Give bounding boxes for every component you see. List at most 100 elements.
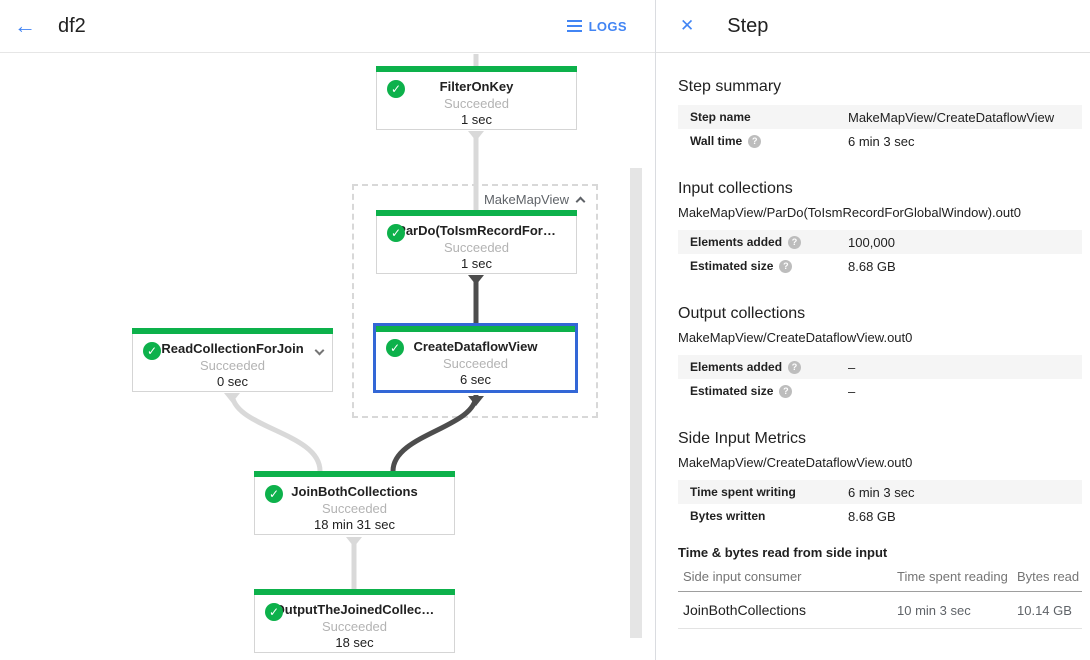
kv-label: Step name <box>690 110 751 124</box>
step-summary-rows: Step name MakeMapView/CreateDataflowView… <box>678 105 1082 153</box>
succeeded-check-icon: ✓ <box>265 485 283 503</box>
job-title: df2 <box>58 14 86 37</box>
node-status: Succeeded <box>442 356 509 371</box>
graph-node-readcollectionforjoin[interactable]: ✓ ReadCollectionForJoin Succeeded 0 sec <box>132 328 333 392</box>
kv-value: – <box>848 359 856 375</box>
kv-value: 6 min 3 sec <box>848 484 915 500</box>
kv-label: Estimated size? <box>690 384 848 398</box>
output-collection-rows: Elements added? – Estimated size? – <box>678 355 1082 403</box>
graph-node-pardo-toismrecord[interactable]: ✓ ParDo(ToIsmRecordFor… Succeeded 1 sec <box>376 210 577 274</box>
kv-value: 6 min 3 sec <box>848 133 915 149</box>
node-title: ParDo(ToIsmRecordFor… <box>397 223 556 238</box>
kv-label: Bytes written <box>690 509 766 523</box>
node-title: JoinBothCollections <box>291 484 418 499</box>
chevron-down-icon <box>314 345 325 356</box>
section-heading-input-collections: Input collections <box>678 180 793 197</box>
node-time: 1 sec <box>460 256 493 271</box>
kv-value: MakeMapView/CreateDataflowView <box>848 109 1055 125</box>
kv-label: Time spent writing <box>690 485 796 499</box>
logs-list-icon <box>566 20 582 32</box>
node-status: Succeeded <box>443 240 510 255</box>
kv-label: Wall time? <box>690 134 848 148</box>
table-row: JoinBothCollections 10 min 3 sec 10.14 G… <box>678 592 1082 629</box>
logs-button[interactable]: LOGS <box>566 18 627 34</box>
node-title: OutputTheJoinedCollec… <box>274 602 435 617</box>
kv-value: 8.68 GB <box>848 508 896 524</box>
section-heading-step-summary: Step summary <box>678 78 782 95</box>
close-icon[interactable]: ✕ <box>680 16 695 35</box>
node-time: 18 min 31 sec <box>314 517 395 532</box>
vertical-scrollbar[interactable] <box>630 168 642 638</box>
succeeded-check-icon: ✓ <box>386 339 404 357</box>
help-icon[interactable]: ? <box>779 384 793 398</box>
node-title: ReadCollectionForJoin <box>161 341 304 356</box>
node-title: FilterOnKey <box>439 79 514 94</box>
node-status: Succeeded <box>443 96 510 111</box>
kv-label: Estimated size? <box>690 259 848 273</box>
cell-side-input-consumer: JoinBothCollections <box>683 602 806 618</box>
kv-row-bytes-written: Bytes written 8.68 GB <box>678 504 1082 528</box>
column-header-time-spent-reading: Time spent reading <box>897 569 1008 584</box>
node-title: CreateDataflowView <box>413 339 538 354</box>
job-header: ← df2 LOGS <box>0 0 655 53</box>
kv-row-estimated-size: Estimated size? – <box>678 379 1082 403</box>
pipeline-graph-canvas[interactable]: MakeMapView ✓ FilterOnKe <box>0 54 655 660</box>
section-heading-output-collections: Output collections <box>678 305 806 322</box>
column-header-side-input-consumer: Side input consumer <box>683 569 802 584</box>
graph-node-filteronkey[interactable]: ✓ FilterOnKey Succeeded 1 sec <box>376 66 577 130</box>
succeeded-check-icon: ✓ <box>143 342 161 360</box>
node-status: Succeeded <box>321 619 388 634</box>
node-status-bar <box>254 471 455 477</box>
succeeded-check-icon: ✓ <box>265 603 283 621</box>
side-input-rows: Time spent writing 6 min 3 sec Bytes wri… <box>678 480 1082 528</box>
help-icon[interactable]: ? <box>788 360 802 374</box>
side-input-collection-name: MakeMapView/CreateDataflowView.out0 <box>678 455 913 470</box>
node-time: 18 sec <box>335 635 374 650</box>
graph-edges <box>224 54 484 589</box>
output-collection-name: MakeMapView/CreateDataflowView.out0 <box>678 330 913 345</box>
node-time: 6 sec <box>459 372 492 387</box>
input-collection-name: MakeMapView/ParDo(ToIsmRecordForGlobalWi… <box>678 205 1021 220</box>
node-status: Succeeded <box>321 501 388 516</box>
graph-node-joinbothcollections[interactable]: ✓ JoinBothCollections Succeeded 18 min 3… <box>254 471 455 535</box>
section-heading-side-input-metrics: Side Input Metrics <box>678 430 807 447</box>
graph-node-createdataflowview-selected[interactable]: ✓ CreateDataflowView Succeeded 6 sec <box>373 323 578 393</box>
group-label: MakeMapView <box>483 192 569 207</box>
table-header-row: Side input consumer Time spent reading B… <box>678 562 1082 592</box>
side-input-table: Side input consumer Time spent reading B… <box>678 562 1082 629</box>
graph-node-outputthejoinedcollection[interactable]: ✓ OutputTheJoinedCollec… Succeeded 18 se… <box>254 589 455 653</box>
panel-header: ✕ Step <box>656 0 1090 53</box>
kv-row-wall-time: Wall time? 6 min 3 sec <box>678 129 1082 153</box>
kv-row-elements-added: Elements added? 100,000 <box>678 230 1082 254</box>
kv-label: Elements added? <box>690 235 848 249</box>
node-time: 0 sec <box>216 374 249 389</box>
back-arrow-icon[interactable]: ← <box>14 13 36 38</box>
node-status-bar <box>376 66 577 72</box>
help-icon[interactable]: ? <box>788 235 802 249</box>
cell-bytes-read: 10.14 GB <box>1017 602 1072 618</box>
kv-value: – <box>848 383 856 399</box>
input-collection-rows: Elements added? 100,000 Estimated size? … <box>678 230 1082 278</box>
node-status-bar <box>376 210 577 216</box>
node-status-bar <box>254 589 455 595</box>
node-time: 1 sec <box>460 112 493 127</box>
succeeded-check-icon: ✓ <box>387 224 405 242</box>
node-status-bar <box>376 326 575 332</box>
group-collapse-toggle[interactable]: MakeMapView <box>483 192 586 207</box>
panel-content: Step summary Step name MakeMapView/Creat… <box>656 53 1090 629</box>
node-status-bar <box>132 328 333 334</box>
node-expand-toggle[interactable] <box>314 341 325 359</box>
help-icon[interactable]: ? <box>748 134 762 148</box>
logs-button-label: LOGS <box>588 18 627 34</box>
kv-value: 8.68 GB <box>848 258 896 274</box>
kv-row-step-name: Step name MakeMapView/CreateDataflowView <box>678 105 1082 129</box>
kv-value: 100,000 <box>848 234 895 250</box>
column-header-bytes-read: Bytes read <box>1017 569 1080 584</box>
help-icon[interactable]: ? <box>779 259 793 273</box>
succeeded-check-icon: ✓ <box>387 80 405 98</box>
node-status: Succeeded <box>199 358 266 373</box>
panel-title: Step <box>727 14 769 37</box>
cell-time-spent-reading: 10 min 3 sec <box>897 602 971 618</box>
side-input-table-caption: Time & bytes read from side input <box>678 545 888 560</box>
